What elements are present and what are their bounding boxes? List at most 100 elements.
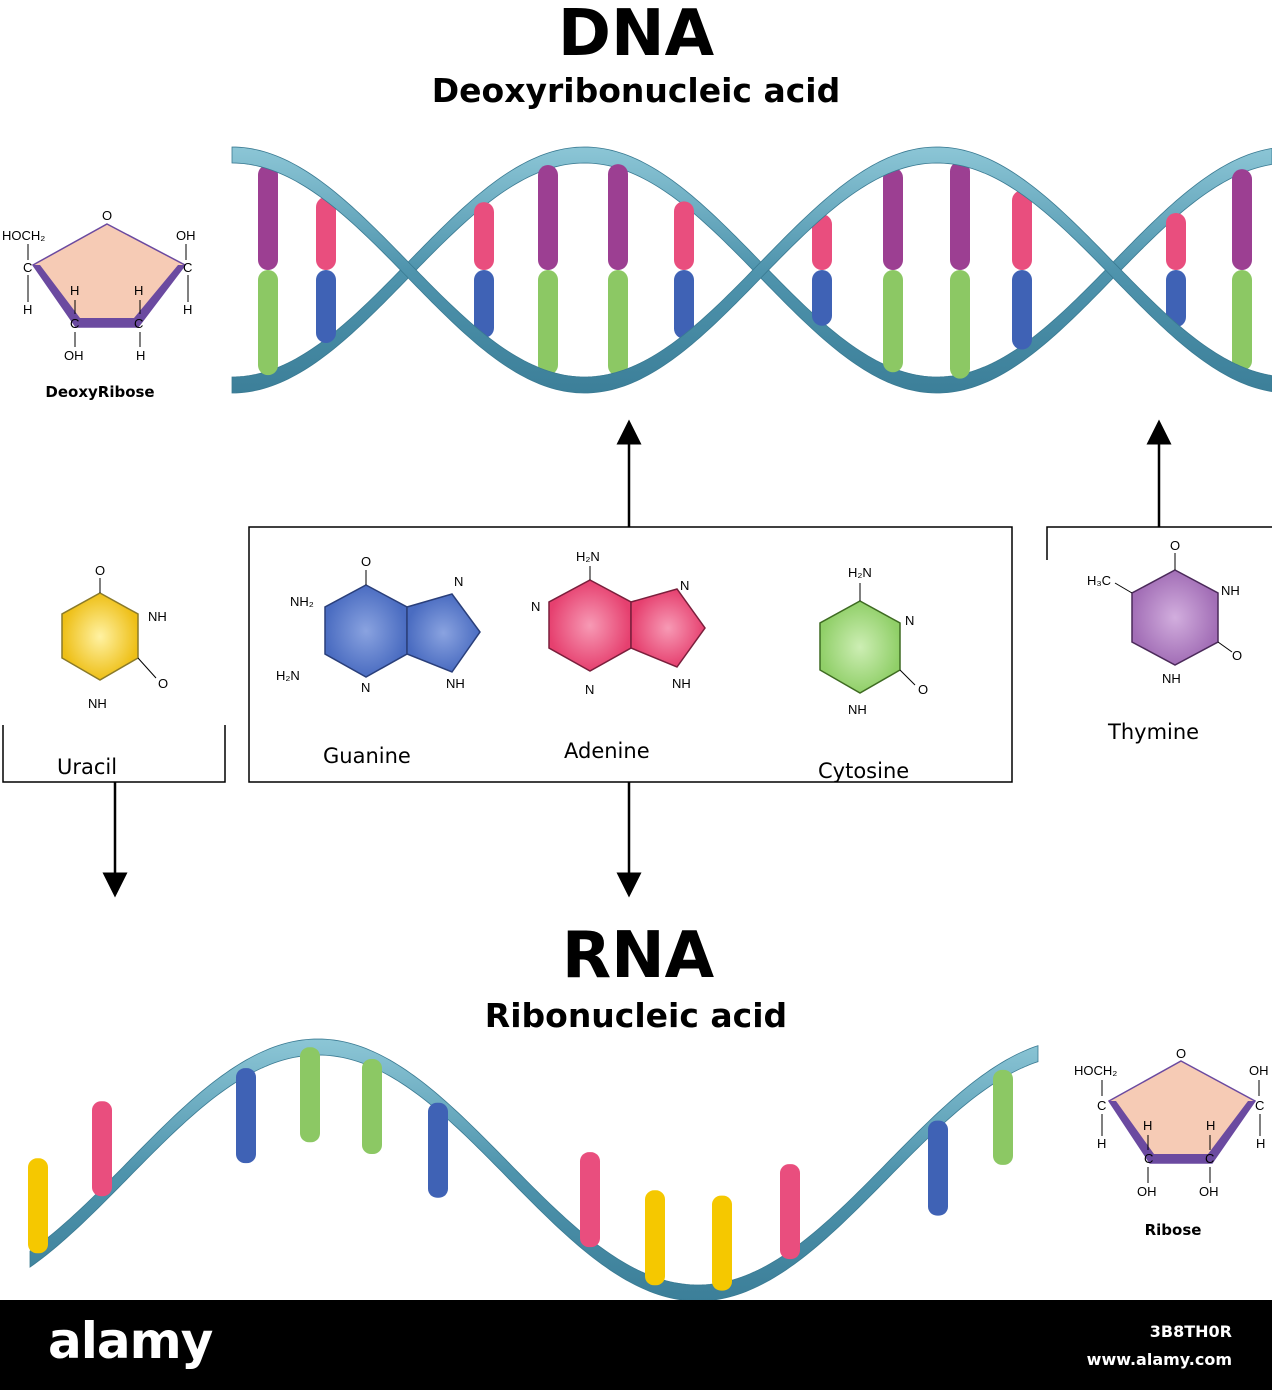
ribose-atom-c-left: C xyxy=(1097,1098,1106,1113)
dna-base-pair-4 xyxy=(538,165,558,375)
ribose-atom-oh-b2: OH xyxy=(1199,1184,1219,1199)
guanine-atom-n-bottom: N xyxy=(361,680,370,695)
rna-base-2 xyxy=(92,1101,112,1197)
rna-base-5 xyxy=(362,1059,382,1155)
deoxyribose-atom-c-b2: C xyxy=(134,316,143,331)
ribose-atom-oh-b1: OH xyxy=(1137,1184,1157,1199)
dna-base-pair-11-top xyxy=(1166,212,1186,270)
rna-base-12 xyxy=(993,1069,1013,1165)
dna-base-pair-8 xyxy=(883,167,903,373)
ribose-atom-hoch2: HOCH₂ xyxy=(1074,1063,1117,1078)
dna-base-pair-6-top xyxy=(674,201,694,270)
dna-base-pair-6 xyxy=(674,201,694,339)
dna-base-pair-1 xyxy=(258,164,278,376)
guanine-molecule: O NH₂ H₂N N N NH xyxy=(276,554,481,695)
dna-base-pair-7-bottom xyxy=(812,270,832,326)
ribose-atom-h-left: H xyxy=(1097,1136,1106,1151)
ribose-atom-c-right: C xyxy=(1255,1098,1264,1113)
rna-base-11 xyxy=(928,1120,948,1216)
ribose-atom-c-b2: C xyxy=(1205,1151,1214,1166)
ribose-label: Ribose xyxy=(1145,1221,1202,1239)
dna-base-pair-5-bottom xyxy=(608,270,628,376)
thymine-atom-nh-right: NH xyxy=(1221,583,1240,598)
guanine-label: Guanine xyxy=(323,744,411,768)
rna-title: RNA xyxy=(562,919,715,993)
dna-base-pair-10 xyxy=(1012,190,1032,350)
thymine-atom-o-top: O xyxy=(1170,538,1180,553)
adenine-atom-n-left: N xyxy=(531,599,540,614)
cytosine-label: Cytosine xyxy=(818,759,909,783)
adenine-label: Adenine xyxy=(564,739,650,763)
dna-base-pair-3-bottom xyxy=(474,270,494,338)
rna-base-7 xyxy=(580,1152,600,1248)
ribose-atom-oh-right: OH xyxy=(1249,1063,1269,1078)
rna-base-6 xyxy=(428,1102,448,1198)
uracil-atom-o-top: O xyxy=(95,563,105,578)
ribose-ring-edge xyxy=(1109,1101,1255,1163)
dna-base-pair-6-bottom xyxy=(674,270,694,339)
dna-base-pair-1-bottom xyxy=(258,270,278,376)
dna-base-pair-11-bottom xyxy=(1166,270,1186,328)
cytosine-atom-n-right: N xyxy=(905,613,914,628)
rna-single-strand xyxy=(28,1038,1039,1300)
dna-base-pair-2 xyxy=(316,197,336,343)
dna-base-pair-4-bottom xyxy=(538,270,558,375)
guanine-atom-h2n: H₂N xyxy=(276,668,300,683)
cytosine-atom-h2n: H₂N xyxy=(848,565,872,580)
rna-backbone xyxy=(29,1038,1039,1300)
dna-base-pair-8-top xyxy=(883,167,903,270)
dna-base-pair-4-top xyxy=(538,165,558,270)
dna-base-pair-12-bottom xyxy=(1232,270,1252,371)
deoxyribose-atom-h-in2: H xyxy=(134,283,143,298)
adenine-atom-h2n: H₂N xyxy=(576,549,600,564)
deoxyribose-ring xyxy=(31,223,187,328)
dna-rna-diagram: DNA Deoxyribonucleic acid O HOCH₂ OH C C… xyxy=(2,0,1272,1300)
thymine-atom-nh-bottom: NH xyxy=(1162,671,1181,686)
deoxyribose-ring-edge xyxy=(33,265,185,327)
guanine-atom-o-top: O xyxy=(361,554,371,569)
guanine-atom-nh2: NH₂ xyxy=(290,594,314,609)
dna-base-pair-12 xyxy=(1232,169,1252,371)
rna-subtitle: Ribonucleic acid xyxy=(485,996,787,1035)
cytosine-atom-o-right: O xyxy=(918,682,928,697)
dna-base-pair-9-bottom xyxy=(950,270,970,379)
rna-base-4 xyxy=(300,1047,320,1143)
dna-base-pair-12-top xyxy=(1232,169,1252,270)
watermark-site: www.alamy.com xyxy=(1086,1350,1232,1369)
ribose-atom-c-b1: C xyxy=(1144,1151,1153,1166)
deoxyribose-label: DeoxyRibose xyxy=(45,383,154,401)
uracil-molecule: O NH O NH xyxy=(61,563,168,711)
deoxyribose-atom-h-left: H xyxy=(23,302,32,317)
dna-base-pair-8-bottom xyxy=(883,270,903,373)
dna-base-pair-9-top xyxy=(950,161,970,270)
dna-base-pair-2-top xyxy=(316,197,336,270)
dna-base-pair-7-top xyxy=(812,214,832,270)
thymine-atom-h3c: H₃C xyxy=(1087,573,1111,588)
ribose-atom-h-in1: H xyxy=(1143,1118,1152,1133)
guanine-atom-nh-right: NH xyxy=(446,676,465,691)
deoxyribose-atom-oh-bottom: OH xyxy=(64,348,84,363)
ribose-atom-h-in2: H xyxy=(1206,1118,1215,1133)
ribose-atom-o: O xyxy=(1176,1046,1186,1061)
deoxyribose-structure: O HOCH₂ OH C C H H H H C C OH H DeoxyRib… xyxy=(2,208,196,401)
adenine-atom-nh-right: NH xyxy=(672,676,691,691)
dna-base-pair-3 xyxy=(474,202,494,338)
adenine-atom-n-bottom: N xyxy=(585,682,594,697)
cytosine-atom-nh-bottom: NH xyxy=(848,702,867,717)
deoxyribose-atom-c-b1: C xyxy=(70,316,79,331)
thymine-molecule: O H₃C NH O NH xyxy=(1087,538,1242,686)
rna-base-3 xyxy=(236,1068,256,1164)
uracil-atom-nh-bottom: NH xyxy=(88,696,107,711)
adenine-molecule: H₂N N N N NH xyxy=(531,549,706,697)
uracil-atom-nh-right: NH xyxy=(148,609,167,624)
ribose-ring xyxy=(1107,1060,1257,1164)
dna-double-helix xyxy=(231,146,1272,394)
thymine-label: Thymine xyxy=(1107,720,1199,744)
dna-base-pair-5 xyxy=(608,164,628,376)
dna-base-pair-10-bottom xyxy=(1012,270,1032,350)
dna-base-pair-11 xyxy=(1166,212,1186,328)
uracil-label: Uracil xyxy=(57,755,117,779)
dna-base-pair-1-top xyxy=(258,164,278,270)
dna-base-pair-7 xyxy=(812,214,832,326)
watermark-logo: alamy xyxy=(48,1312,213,1370)
